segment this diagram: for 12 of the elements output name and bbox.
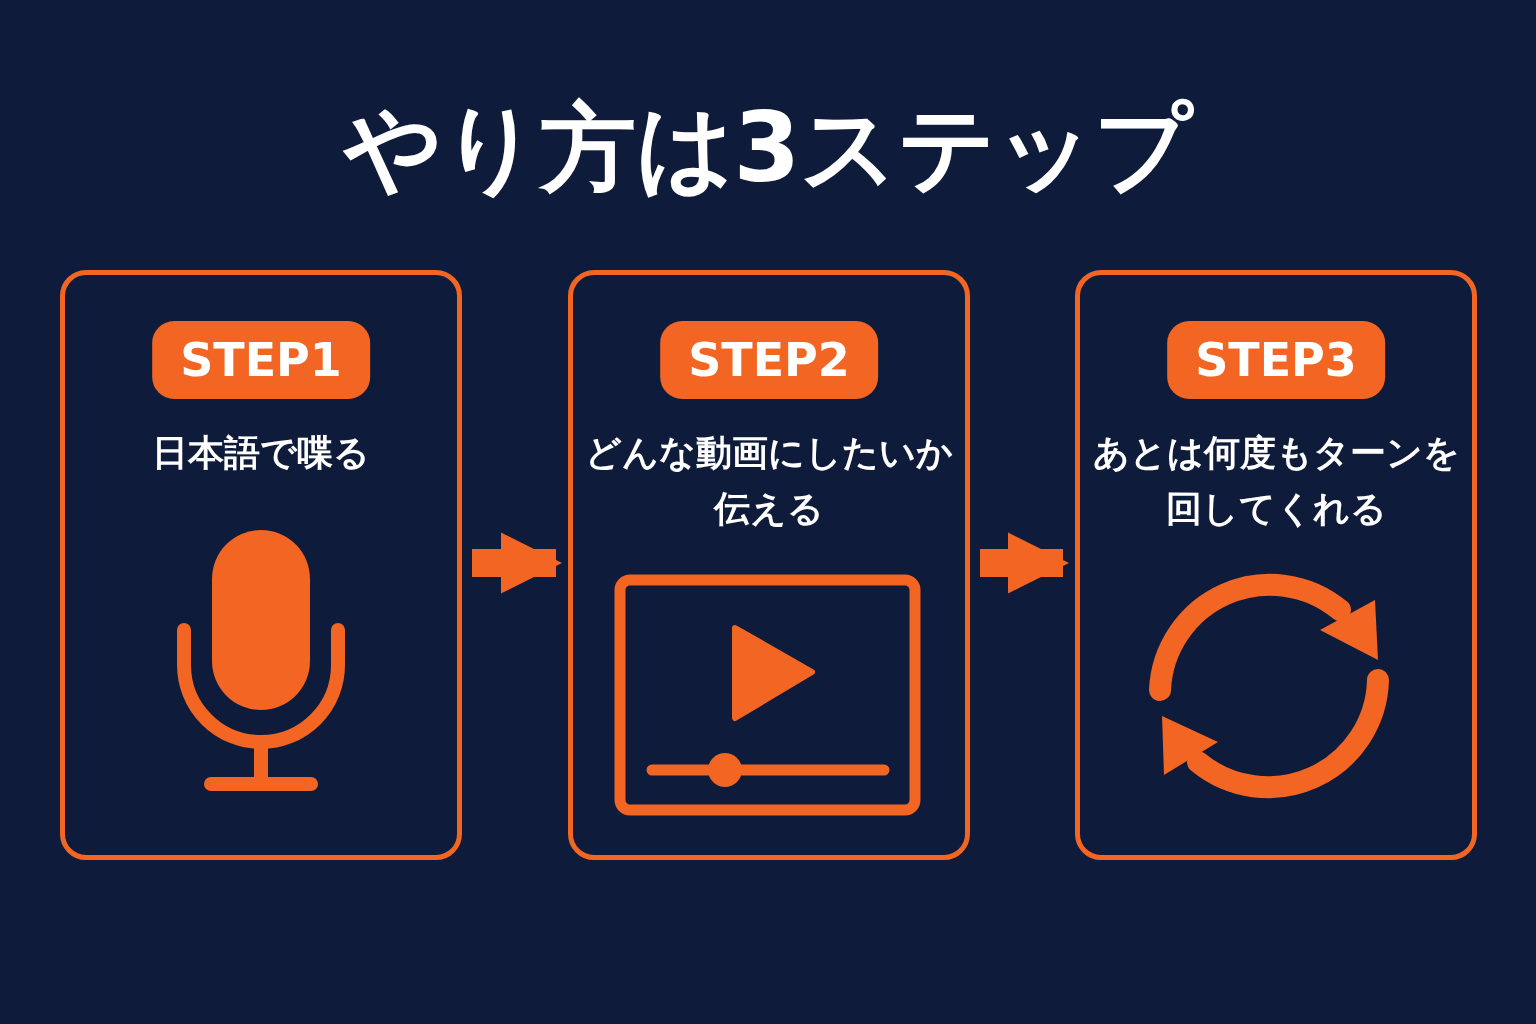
step-card bbox=[60, 270, 462, 860]
step-card bbox=[568, 270, 970, 860]
title: やり方は3ステップ bbox=[342, 91, 1195, 206]
step-card bbox=[1075, 270, 1477, 860]
step-description: どんな動画にしたいか伝える bbox=[584, 431, 954, 531]
step-badge: STEP2 bbox=[660, 321, 878, 399]
step-badge: STEP1 bbox=[152, 321, 370, 399]
step-badge: STEP3 bbox=[1167, 321, 1385, 399]
arrow bbox=[472, 532, 563, 594]
step-description: 日本語で喋る bbox=[151, 431, 371, 475]
step-description: あとは何度もターンを回してくれる bbox=[1091, 431, 1461, 531]
arrow bbox=[980, 532, 1070, 594]
